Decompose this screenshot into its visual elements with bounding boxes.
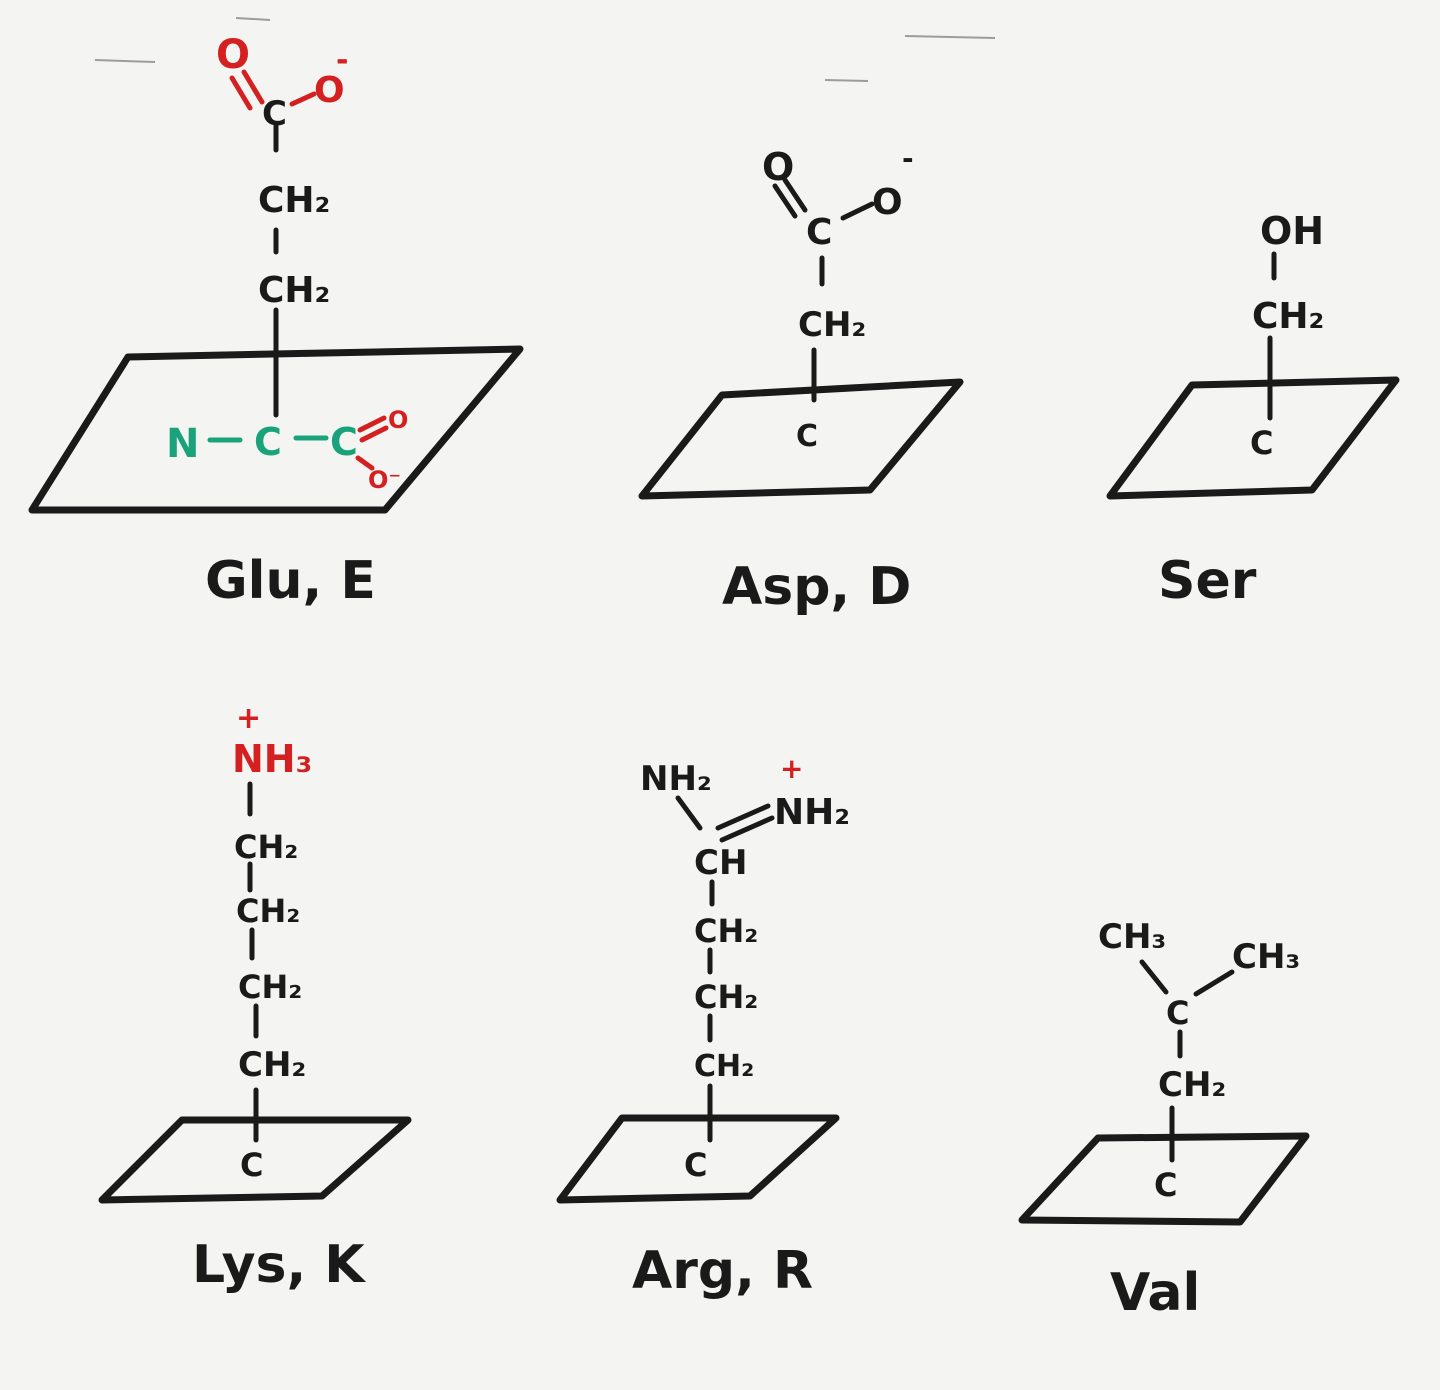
glu-backbone-ca: C (254, 420, 282, 464)
glu-backbone-o-minus: O⁻ (368, 466, 401, 494)
val-ch3-left: CH₃ (1098, 917, 1166, 957)
arg-ch: CH (694, 843, 747, 883)
glu-ch2-upper: CH₂ (258, 180, 330, 221)
glu-backbone-n: N (166, 421, 199, 467)
val-ch2: CH₂ (1158, 1065, 1226, 1105)
glu-backbone-o-double: O (388, 406, 408, 434)
arg-name: Arg, R (632, 1241, 813, 1301)
val-name: Val (1110, 1263, 1200, 1323)
lys-nh3: NH₃ (232, 737, 312, 781)
glu-carboxyl-o-minus: O (314, 70, 345, 111)
asp-minus-sign: - (902, 142, 914, 175)
lys-alpha-c: C (240, 1146, 263, 1184)
glu-backbone-c: C (330, 420, 358, 464)
glu-ch2-lower: CH₂ (258, 270, 330, 311)
arg-plane (556, 1114, 840, 1204)
asp-carboxyl-c: C (806, 212, 832, 253)
arg-alpha-c: C (684, 1146, 707, 1184)
lys-plane (98, 1116, 412, 1204)
arg-structure: NH₂ NH₂ + CH CH₂ CH₂ CH₂ C Arg, R (556, 752, 850, 1301)
asp-name: Asp, D (722, 557, 911, 617)
glu-structure: O C O - CH₂ CH₂ N C C O O⁻ Glu, E (28, 32, 524, 611)
arg-nh2-right: NH₂ (774, 792, 850, 833)
asp-carboxyl-o-minus: O (872, 182, 903, 223)
ser-ch2: CH₂ (1252, 296, 1324, 337)
ser-plane (1106, 376, 1400, 500)
asp-carboxyl-o-double: O (762, 145, 794, 189)
asp-structure: O C O - CH₂ C Asp, D (638, 142, 964, 617)
val-alpha-c: C (1154, 1166, 1177, 1204)
glu-name: Glu, E (205, 551, 376, 611)
arg-ch2-1: CH₂ (694, 912, 758, 950)
arg-ch2-2: CH₂ (694, 978, 758, 1016)
lys-ch2-3: CH₂ (238, 968, 302, 1006)
ser-structure: OH CH₂ C Ser (1106, 209, 1400, 611)
glu-carboxyl-o-double: O (216, 32, 250, 78)
val-plane (1018, 1132, 1310, 1226)
lys-ch2-2: CH₂ (236, 892, 300, 930)
glu-plane (28, 345, 524, 514)
val-branch-c: C (1166, 994, 1189, 1032)
glu-minus-sign: - (336, 43, 348, 78)
arg-nh2-left: NH₂ (640, 759, 712, 799)
glu-carboxyl-c: C (262, 94, 287, 134)
lys-ch2-4: CH₂ (238, 1045, 306, 1085)
lys-plus-sign: + (236, 701, 261, 736)
asp-plane (638, 378, 964, 500)
ser-oh: OH (1260, 209, 1324, 253)
arg-plus-sign: + (780, 752, 803, 785)
asp-ch2: CH₂ (798, 305, 866, 345)
lys-ch2-1: CH₂ (234, 828, 298, 866)
ser-alpha-c: C (1250, 424, 1273, 462)
lys-structure: + NH₃ CH₂ CH₂ CH₂ CH₂ C Lys, K (98, 701, 412, 1295)
board-smudges (94, 17, 996, 82)
ser-name: Ser (1158, 551, 1257, 611)
asp-alpha-c: C (796, 419, 818, 454)
val-ch3-right: CH₃ (1232, 937, 1300, 977)
arg-ch2-3: CH₂ (694, 1049, 754, 1084)
lys-name: Lys, K (192, 1235, 366, 1295)
val-structure: CH₃ CH₃ C CH₂ C Val (1018, 917, 1310, 1323)
